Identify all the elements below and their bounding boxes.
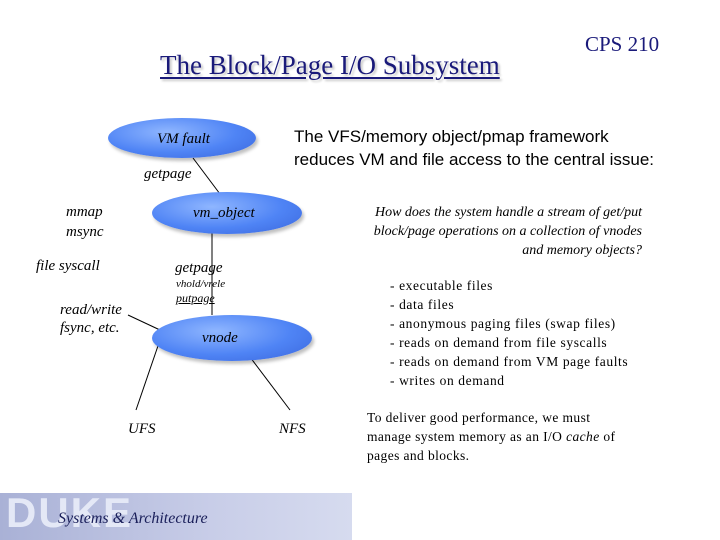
getpage-top-label: getpage bbox=[144, 166, 192, 182]
io-source-list: - executable files - data files - anonym… bbox=[390, 276, 628, 390]
vm-fault-label: VM fault bbox=[157, 131, 210, 147]
file-syscall-label: file syscall bbox=[36, 258, 100, 274]
list-item: - writes on demand bbox=[390, 373, 505, 388]
edge-fault-object bbox=[192, 157, 221, 195]
delivery-emphasis: cache bbox=[566, 429, 600, 444]
read-write-label: read/write bbox=[60, 302, 122, 318]
duke-logo: DUKE bbox=[6, 489, 134, 536]
edge-vnode-nfs bbox=[249, 356, 291, 411]
vnode-label: vnode bbox=[202, 330, 238, 346]
delivery-prefix: To deliver good performance, we must man… bbox=[367, 410, 591, 444]
intro-text: The VFS/memory object/pmap framework red… bbox=[294, 125, 654, 171]
intro-line-2: reduces VM and file access to the centra… bbox=[294, 150, 655, 169]
ufs-label: UFS bbox=[128, 421, 156, 437]
list-item: - anonymous paging files (swap files) bbox=[390, 316, 616, 331]
mmap-label: mmap bbox=[66, 204, 103, 220]
list-item: - executable files bbox=[390, 278, 493, 293]
msync-label: msync bbox=[66, 224, 104, 240]
vhold-label: vhold/vrele bbox=[176, 278, 226, 290]
list-item: - data files bbox=[390, 297, 455, 312]
delivery-note: To deliver good performance, we must man… bbox=[367, 408, 637, 465]
edge-fsync-vnode bbox=[127, 314, 161, 331]
list-item: - reads on demand from file syscalls bbox=[390, 335, 608, 350]
getpage-mid-label: getpage bbox=[175, 260, 223, 276]
delivery-suffix: of pages and blocks. bbox=[367, 429, 616, 463]
putpage-label: putpage bbox=[176, 291, 215, 305]
slide-title: The Block/Page I/O Subsystem bbox=[160, 50, 500, 80]
vm-fault-node bbox=[108, 118, 256, 158]
course-label: CPS 210 bbox=[585, 32, 660, 56]
footer-band bbox=[0, 493, 352, 540]
fsync-label: fsync, etc. bbox=[60, 320, 120, 336]
intro-line-1: The VFS/memory object/pmap framework bbox=[294, 127, 609, 146]
nfs-label: NFS bbox=[279, 421, 306, 437]
list-item: - reads on demand from VM page faults bbox=[390, 354, 629, 369]
vm-object-node bbox=[152, 192, 302, 234]
footer-subtitle: Systems & Architecture bbox=[58, 510, 208, 527]
edge-vnode-ufs bbox=[135, 339, 161, 411]
central-question: How does the system handle a stream of g… bbox=[373, 205, 642, 258]
vm-object-label: vm_object bbox=[193, 205, 255, 221]
vnode-node bbox=[152, 315, 312, 361]
